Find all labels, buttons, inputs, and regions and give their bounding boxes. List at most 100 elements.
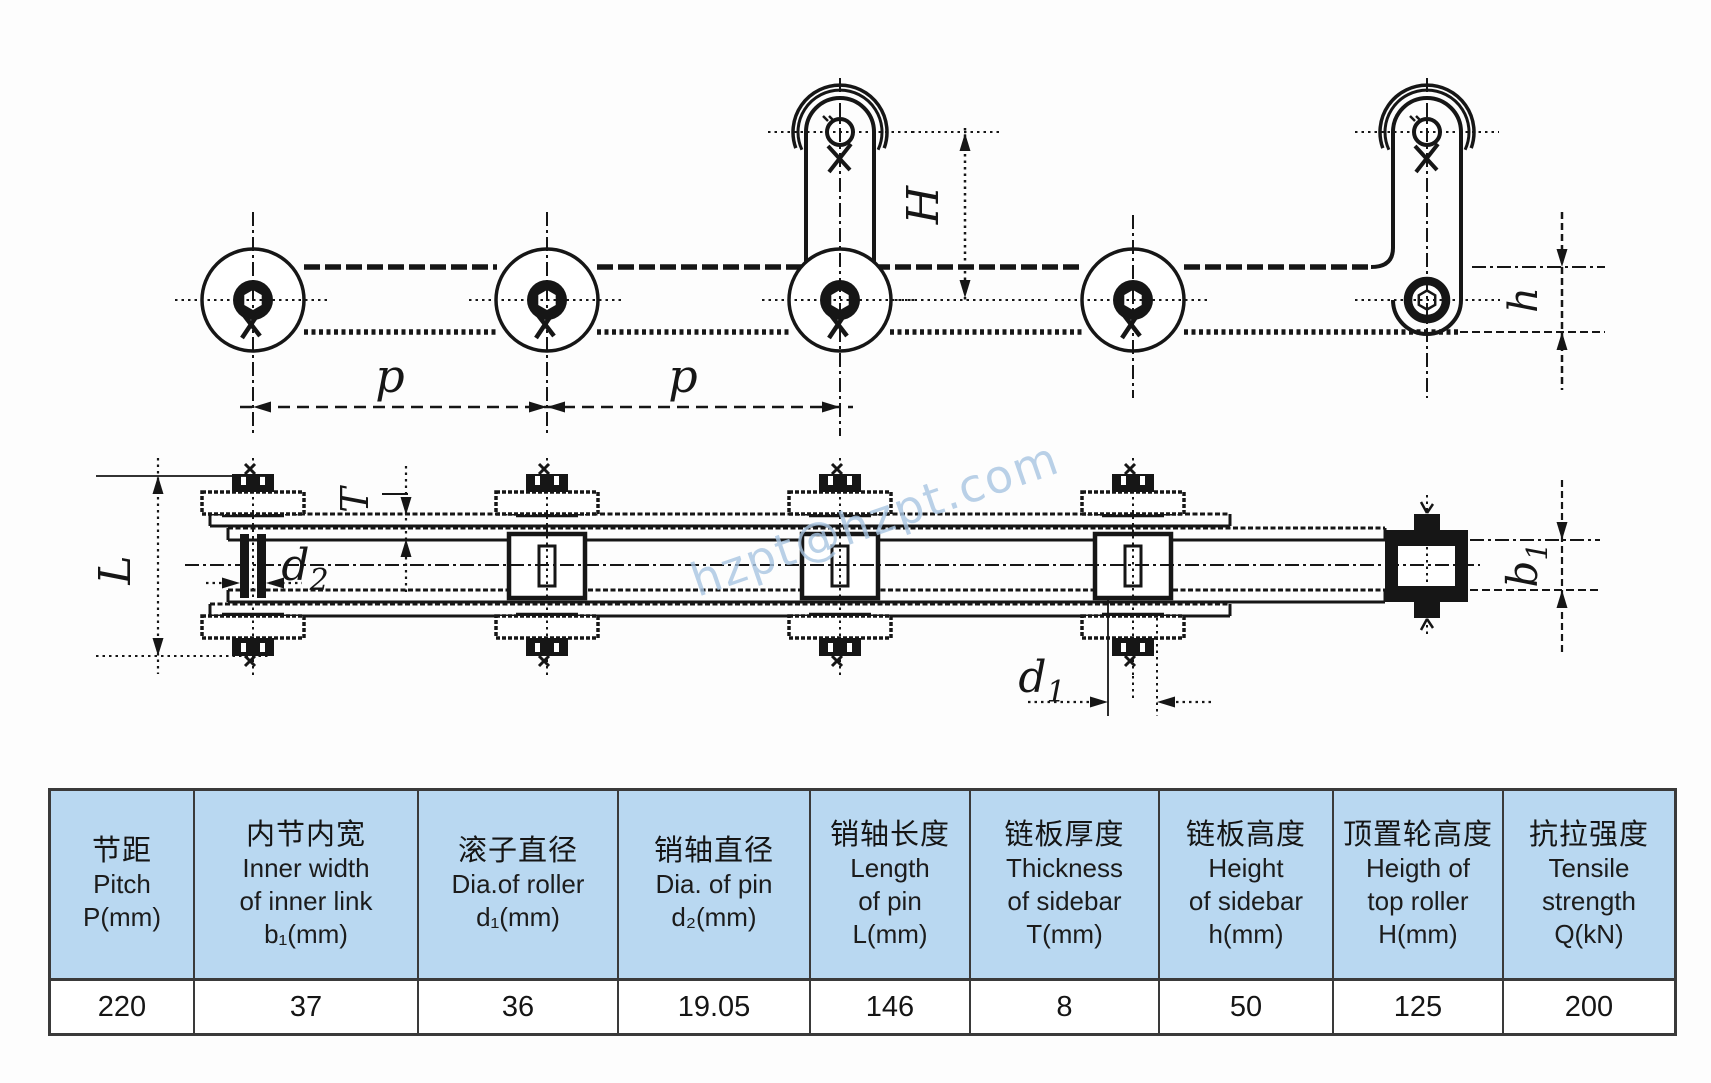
spec-value-cell: 19.05: [619, 981, 809, 1033]
dimension-arrow: [529, 401, 547, 413]
dimension-arrow: [1556, 590, 1568, 608]
drawing-line: [822, 115, 829, 122]
cotter-pin: [537, 654, 551, 668]
T-label: T: [333, 485, 377, 513]
header-chinese: 销轴直径: [653, 835, 774, 867]
dimension-arrow: [1090, 696, 1108, 708]
drawing-rect: [241, 476, 246, 485]
drawing-line: [1409, 115, 1416, 122]
drawing-rect: [260, 476, 265, 485]
cotter-pin: [830, 654, 844, 668]
header-english: Length: [850, 852, 930, 883]
header-symbol: H(mm): [1378, 918, 1458, 949]
dimension-arrow: [1556, 249, 1568, 267]
drawing-rect: [554, 476, 559, 485]
spec-value-cell: 37: [195, 981, 417, 1033]
header-chinese: 链板高度: [1185, 818, 1306, 851]
dimension-arrow: [266, 577, 284, 589]
drawing-rect: [1121, 476, 1126, 485]
cotter-pin: [243, 654, 257, 668]
drawing-rect: [847, 476, 852, 485]
header-chinese: 滚子直径: [457, 835, 578, 867]
header-chinese: 顶置轮高度: [1342, 818, 1493, 851]
pin-end: [1414, 602, 1440, 618]
header-english: of inner link: [239, 885, 373, 916]
header-english: of pin: [858, 885, 922, 916]
spec-value-cell: 200: [1504, 981, 1674, 1033]
drawing-rect: [828, 476, 833, 485]
dimension-arrow: [959, 280, 971, 298]
header-english: Thickness: [1005, 852, 1124, 883]
header-english: Inner width: [242, 852, 370, 883]
drawing-rect: [1121, 643, 1126, 652]
b1-label: b1: [1498, 542, 1554, 587]
h-label: h: [1501, 287, 1547, 313]
dimension-arrow: [959, 133, 971, 151]
header-chinese: 节距: [91, 835, 152, 867]
dimension-arrow: [547, 401, 565, 413]
header-symbol: h(mm): [1208, 918, 1284, 949]
dimension-arrow: [152, 638, 164, 656]
header-symbol: L(mm): [852, 918, 928, 949]
drawing-rect: [260, 643, 265, 652]
header-english: Dia.of roller: [451, 869, 585, 899]
header-english: top roller: [1367, 885, 1469, 916]
spec-value-cell: 125: [1334, 981, 1502, 1033]
dimension-arrow: [1556, 522, 1568, 540]
dimension-arrow: [822, 401, 840, 413]
header-english: Pitch: [93, 869, 151, 899]
spec-value-cell: 8: [971, 981, 1158, 1033]
drawing-rect: [1140, 643, 1145, 652]
d2-label: d2: [281, 540, 328, 598]
drawing-rect: [847, 643, 852, 652]
dimension-arrow: [400, 539, 412, 557]
cotter-pin: [1425, 503, 1435, 514]
pitch-label: p: [668, 349, 697, 403]
header-symbol: P(mm): [83, 902, 161, 932]
cotter-pin: [1419, 501, 1429, 514]
drawing-rect: [554, 643, 559, 652]
cotter-pin: [1123, 654, 1137, 668]
header-chinese: 销轴长度: [829, 818, 950, 851]
spec-value-cell: 36: [419, 981, 617, 1033]
drawing-rect: [828, 643, 833, 652]
header-english: Height: [1208, 852, 1284, 883]
header-chinese: 内节内宽: [245, 818, 366, 851]
header-symbol: Q(kN): [1554, 918, 1624, 949]
castle-nut: [1112, 474, 1154, 492]
spec-value-cell: 220: [51, 981, 193, 1033]
drawing-rect: [1140, 476, 1145, 485]
drawing-rect: [241, 643, 246, 652]
header-chinese: 链板厚度: [1004, 818, 1125, 851]
dimension-arrow: [1157, 696, 1175, 708]
header-symbol: T(mm): [1026, 918, 1103, 949]
castle-nut: [819, 474, 861, 492]
dimension-arrow: [1556, 332, 1568, 350]
header-english: Tensile: [1548, 852, 1630, 883]
drawing-line: [1415, 115, 1422, 122]
header-english: Dia. of pin: [655, 869, 773, 899]
spec-value-cell: 50: [1160, 981, 1332, 1033]
header-english: of sidebar: [1188, 885, 1304, 916]
header-chinese: 抗拉强度: [1528, 818, 1649, 851]
header-symbol: d₂(mm): [671, 902, 757, 932]
header-english: strength: [1542, 885, 1636, 916]
